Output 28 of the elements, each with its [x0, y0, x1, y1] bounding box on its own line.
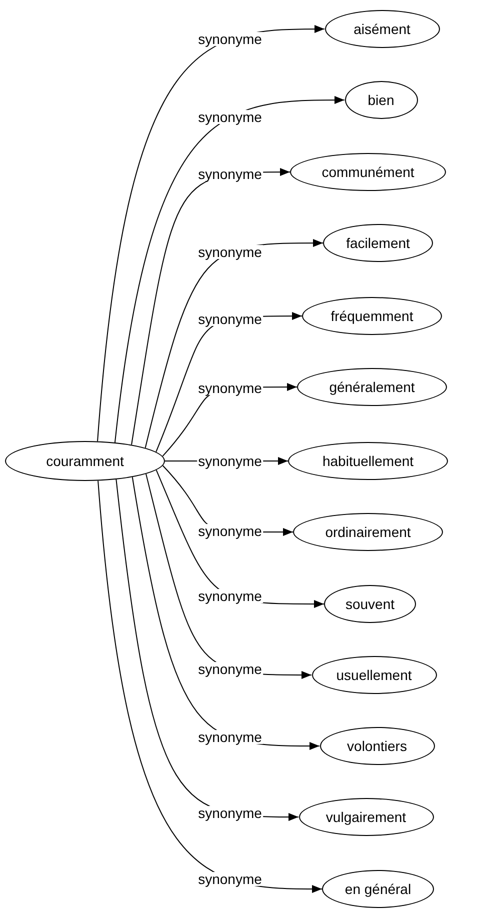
edge-label: synonyme — [197, 662, 263, 676]
node-label: habituellement — [322, 452, 414, 470]
node-label: bien — [368, 90, 394, 110]
edge-label: synonyme — [197, 806, 263, 820]
edge-label: synonyme — [197, 32, 263, 46]
arrow — [97, 25, 325, 442]
edge-label: synonyme — [197, 524, 263, 538]
node-label: en général — [344, 880, 412, 899]
ellipse-node — [5, 441, 165, 481]
edge-label: synonyme — [197, 588, 263, 603]
node-label: fréquemment — [330, 306, 414, 326]
edge-label: synonyme — [197, 730, 263, 744]
edge-label: synonyme — [197, 110, 263, 124]
node-label: aisément — [354, 20, 410, 38]
node-label: communément — [322, 162, 414, 182]
edge-label: synonyme — [197, 245, 263, 260]
arrow — [98, 480, 322, 893]
node-label: facilement — [346, 234, 410, 252]
node-label: ordinairement — [325, 522, 411, 542]
arrow — [114, 96, 345, 443]
node-label: vulgairement — [326, 808, 406, 827]
node-label: couramment — [46, 452, 124, 470]
node-label: usuellement — [336, 666, 412, 684]
edge-label: synonyme — [197, 872, 263, 886]
node-label: volontiers — [347, 736, 407, 756]
arrow — [132, 476, 320, 750]
node-label: généralement — [329, 378, 415, 397]
node-label: souvent — [345, 594, 395, 614]
